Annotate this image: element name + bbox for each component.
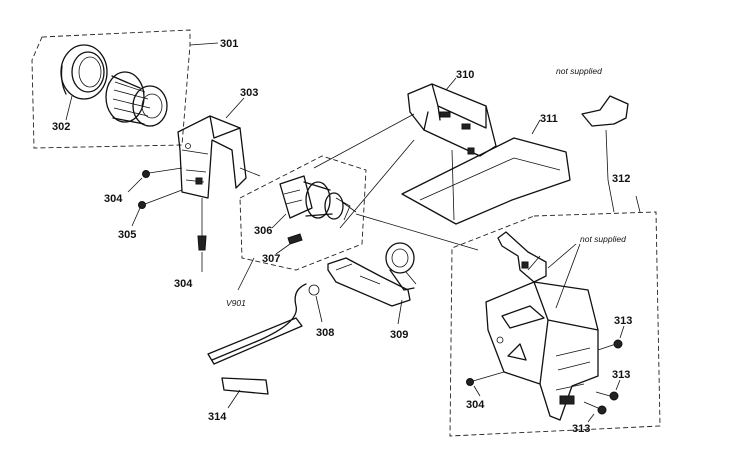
leader-309 bbox=[397, 299, 403, 325]
not-supplied-top-piece bbox=[581, 95, 629, 127]
sheet-311 bbox=[401, 137, 571, 225]
leader-313-mid bbox=[615, 379, 621, 391]
leader-304-right bbox=[473, 385, 481, 397]
group-306-boundary bbox=[239, 155, 367, 271]
label-311: 311 bbox=[540, 113, 558, 125]
leader-303 bbox=[225, 97, 245, 119]
label-308: 308 bbox=[316, 327, 334, 339]
bracket-312-inner bbox=[497, 231, 547, 283]
ribbon-cable-314 bbox=[207, 317, 303, 395]
alignment-line-f bbox=[607, 179, 615, 213]
label-304-bottom: 304 bbox=[174, 278, 193, 290]
label-313-bottom: 313 bbox=[572, 423, 590, 435]
label-314: 314 bbox=[208, 411, 227, 423]
screw-304-left bbox=[142, 167, 183, 178]
label-306: 306 bbox=[254, 225, 272, 237]
board-308 bbox=[327, 257, 411, 307]
note-not-supplied-right: not supplied bbox=[580, 234, 626, 244]
label-303: 303 bbox=[240, 87, 258, 99]
screw-304-bottom bbox=[197, 198, 207, 251]
label-v901: V901 bbox=[226, 298, 246, 308]
alignment-line-d bbox=[355, 213, 479, 251]
leader-v901 bbox=[237, 257, 255, 291]
lens-barrel bbox=[105, 71, 168, 127]
label-307: 307 bbox=[262, 253, 280, 265]
label-313-mid: 313 bbox=[612, 369, 630, 381]
chassis-312 bbox=[485, 281, 599, 421]
leader-305 bbox=[131, 207, 141, 227]
label-309: 309 bbox=[390, 329, 408, 341]
leader-311 bbox=[531, 119, 541, 135]
leader-313-bottom bbox=[587, 413, 595, 423]
lens-ring-302 bbox=[60, 44, 108, 100]
leader-306 bbox=[271, 213, 287, 229]
label-304-left: 304 bbox=[104, 193, 123, 205]
crt-yoke-306 bbox=[279, 175, 357, 221]
note-not-supplied-top: not supplied bbox=[556, 66, 602, 76]
housing-front-303 bbox=[177, 115, 247, 199]
alignment-line-e bbox=[605, 129, 609, 181]
coil-309 bbox=[385, 242, 417, 291]
label-302: 302 bbox=[52, 121, 70, 133]
leader-not-supplied-a bbox=[547, 243, 577, 269]
label-312: 312 bbox=[612, 173, 630, 185]
wire-308 bbox=[211, 283, 320, 361]
leader-314 bbox=[227, 389, 241, 409]
alignment-line-a bbox=[239, 167, 261, 177]
label-310: 310 bbox=[456, 69, 474, 81]
group-301-boundary bbox=[31, 29, 191, 149]
leader-not-supplied-b bbox=[555, 243, 581, 309]
label-313-top: 313 bbox=[614, 315, 632, 327]
screw-305 bbox=[138, 189, 183, 209]
screw-313-mid bbox=[595, 391, 619, 401]
screw-304-right bbox=[466, 371, 505, 386]
alignment-line-b bbox=[313, 113, 415, 169]
label-305: 305 bbox=[118, 229, 136, 241]
alignment-line-c bbox=[339, 139, 415, 229]
leader-304-left bbox=[127, 177, 143, 193]
leader-313-top bbox=[619, 325, 625, 339]
leader-312 bbox=[635, 195, 641, 213]
leader-310 bbox=[445, 77, 457, 91]
screw-313-bottom bbox=[583, 401, 607, 415]
clip-307 bbox=[287, 233, 303, 245]
leader-302 bbox=[65, 95, 73, 121]
leader-307 bbox=[275, 243, 291, 255]
bracket-310 bbox=[407, 83, 497, 157]
group-312-boundary bbox=[449, 211, 661, 437]
label-301: 301 bbox=[220, 38, 238, 50]
label-304-right: 304 bbox=[466, 399, 485, 411]
leader-308 bbox=[315, 295, 323, 323]
leader-301 bbox=[189, 42, 219, 46]
screw-313-top bbox=[597, 339, 623, 351]
